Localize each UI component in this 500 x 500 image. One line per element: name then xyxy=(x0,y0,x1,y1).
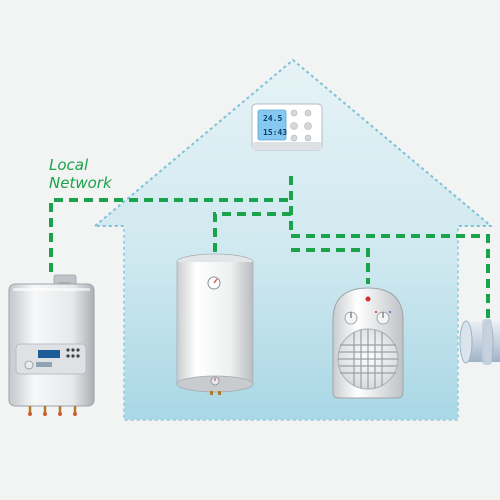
network-cable-boiler xyxy=(49,198,291,272)
network-cable-fan-heater xyxy=(291,248,370,284)
pipe-icon xyxy=(459,319,500,365)
network-cable-water-heater xyxy=(213,212,291,252)
boiler-icon xyxy=(8,274,95,416)
boiler-control-panel xyxy=(15,343,87,375)
thermostat-icon: 24.5 15:43 xyxy=(251,103,323,151)
network-cable-pipe xyxy=(291,234,490,318)
network-label-line2: Network xyxy=(49,174,113,192)
fan-heater-light xyxy=(365,296,371,302)
network-label-line1: Local xyxy=(49,156,89,174)
boiler-display xyxy=(38,350,60,358)
water-heater-icon xyxy=(176,253,254,395)
network-cables xyxy=(49,176,490,318)
network-label: Local Network xyxy=(49,156,113,192)
thermostat-temp: 24.5 xyxy=(263,114,282,123)
house-inner-outline xyxy=(123,226,459,421)
thermostat-buttons xyxy=(290,109,312,142)
fan-heater-grill xyxy=(337,328,399,390)
thermostat-time: 15:43 xyxy=(263,128,287,137)
thermostat-screen xyxy=(257,109,287,141)
boiler-pipes xyxy=(28,406,77,414)
fan-heater-icon xyxy=(332,287,404,399)
boiler-knob xyxy=(24,360,34,370)
